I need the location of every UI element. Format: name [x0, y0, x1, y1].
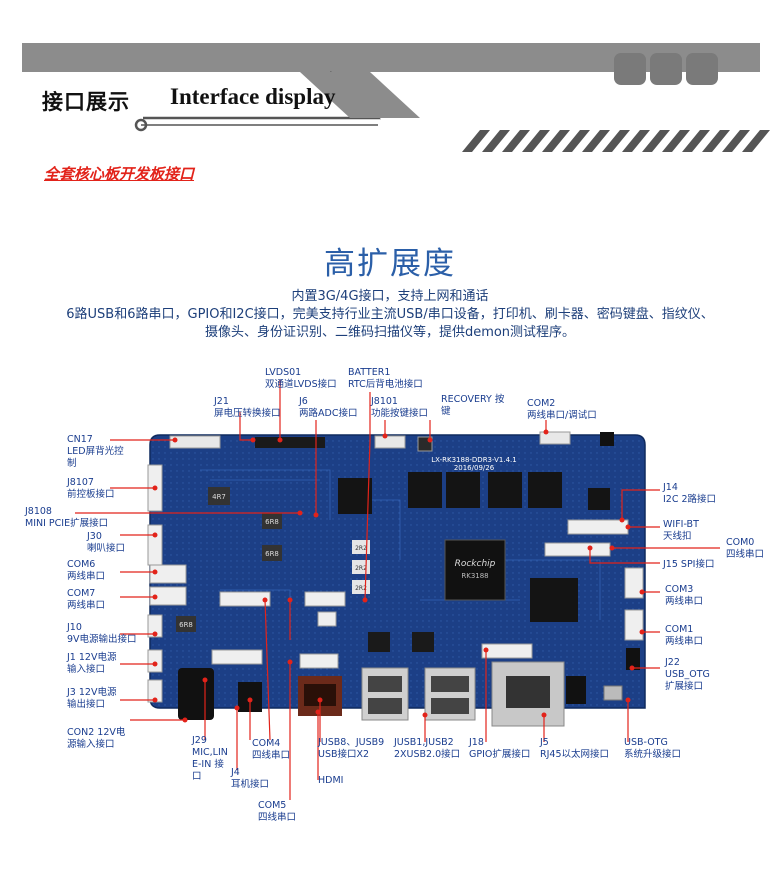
- label-j8107: J8107 前控板接口: [67, 477, 115, 500]
- inductor-mark: 4R7: [212, 493, 226, 501]
- inductor-mark: 6R8: [179, 621, 193, 629]
- label-j8101: J8101 功能按键接口: [371, 396, 429, 419]
- header-title-cn: 接口展示: [42, 90, 130, 114]
- label-j29: J29 MIC,LIN E-IN 接 口: [192, 735, 228, 782]
- label-j8108: J8108 MINI PCIE扩展接口: [25, 506, 109, 529]
- label-j5: J5 RJ45以太网接口: [540, 737, 609, 760]
- description-line-3: 摄像头、身份证识别、二维码扫描仪等，提供demon测试程序。: [204, 325, 576, 340]
- header-square-icon: [650, 53, 682, 85]
- label-com5: COM5 四线串口: [258, 800, 297, 823]
- label-jusb8-9: JUSB8、JUSB9 USB接口X2: [318, 737, 385, 760]
- main-title: 高扩展度: [324, 246, 456, 282]
- label-j22: J22 USB_OTG 扩展接口: [665, 657, 710, 692]
- header-square-icon: [614, 53, 646, 85]
- label-com0: COM0 四线串口: [726, 537, 765, 560]
- label-com2: COM2 两线串口/调试口: [527, 398, 597, 421]
- board-date: 2016/09/26: [454, 464, 495, 472]
- label-recovery: RECOVERY 按 键: [441, 394, 505, 417]
- label-j1: J1 12V电源 输入接口: [67, 652, 117, 675]
- header-top-bar: [22, 43, 760, 72]
- label-com7: COM7 两线串口: [67, 588, 106, 611]
- subtitle-link[interactable]: 全套核心板开发板接口: [44, 165, 195, 183]
- label-cn17: CN17 LED屏背光控 制: [67, 434, 124, 469]
- label-con2: CON2 12V电 源输入接口: [67, 727, 126, 750]
- label-batter1: BATTER1 RTC后背电池接口: [348, 367, 423, 390]
- cap-mark: 2R2: [355, 585, 367, 592]
- label-usb-otg: USB-OTG 系统升级接口: [624, 737, 682, 760]
- label-j6: J6 两路ADC接口: [299, 396, 358, 419]
- label-lvds01: LVDS01 双通道LVDS接口: [265, 367, 337, 390]
- label-j4: J4 耳机接口: [231, 767, 270, 790]
- label-j30: J30 喇叭接口: [87, 531, 126, 554]
- header-square-icon: [686, 53, 718, 85]
- inductor-mark: 6R8: [265, 550, 279, 558]
- label-j18: J18 GPIO扩展接口: [469, 737, 531, 760]
- soc-brand: Rockchip: [455, 559, 496, 569]
- header-banner: [22, 43, 770, 152]
- label-j15: J15 SPI接口: [663, 559, 715, 570]
- label-com6: COM6 两线串口: [67, 559, 106, 582]
- label-hdmi: HDMI: [318, 775, 344, 786]
- header-stripes: [462, 130, 770, 152]
- label-j21: J21 屏电压转换接口: [214, 396, 281, 419]
- label-com3: COM3 两线串口: [665, 584, 704, 607]
- pcb: [149, 434, 646, 709]
- label-jusb1-2: JUSB1,JUSB2 2XUSB2.0接口: [394, 737, 461, 760]
- inductor-mark: 6R8: [265, 518, 279, 526]
- header-title-en: Interface display: [170, 84, 336, 109]
- board-silkscreen: LX-RK3188-DDR3-V1.4.1: [431, 456, 516, 464]
- cap-mark: 2R2: [355, 565, 367, 572]
- label-j10: J10 9V电源输出接口: [67, 622, 137, 645]
- label-com1: COM1 两线串口: [665, 624, 704, 647]
- label-j3: J3 12V电源 输出接口: [67, 687, 117, 710]
- label-com4: COM4 四线串口: [252, 738, 291, 761]
- description-line-1: 内置3G/4G接口，支持上网和通话: [291, 289, 489, 304]
- soc-model: RK3188: [461, 572, 488, 580]
- description-line-2: 6路USB和6路串口，GPIO和I2C接口，完美支持行业主流USB/串口设备，打…: [66, 307, 714, 322]
- label-wifi-bt: WIFI-BT 天线扣: [663, 519, 699, 542]
- cap-mark: 2R2: [355, 545, 367, 552]
- label-j14: J14 I2C 2路接口: [663, 482, 717, 505]
